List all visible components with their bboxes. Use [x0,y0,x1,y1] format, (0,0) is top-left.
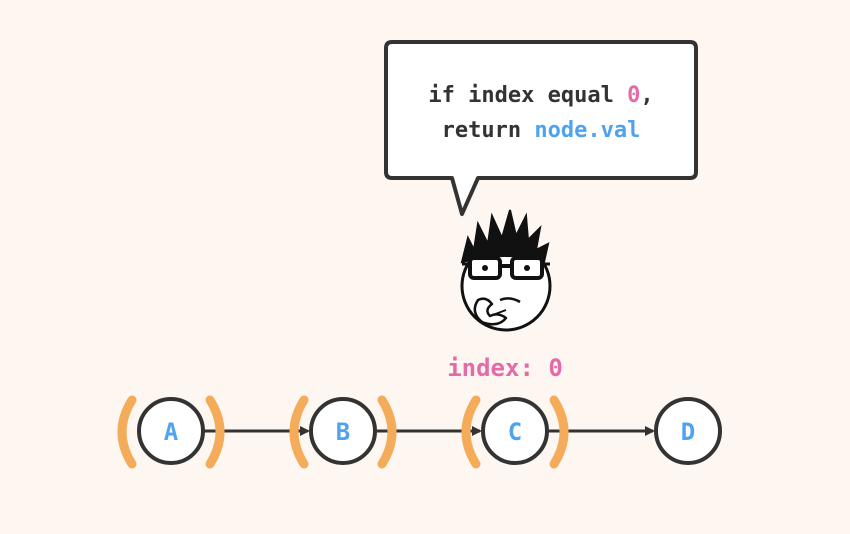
node-c-bracket-right [549,395,569,469]
speech-bubble-text: if index equal 0, return node.val [386,78,696,148]
speech-line-2-prefix: return [441,118,535,143]
speech-bubble [384,40,698,216]
node-a-bracket-left [117,395,137,469]
node-c-bracket-left [461,395,481,469]
node-a: A [117,395,225,469]
node-a-bracket-right [205,395,225,469]
index-label: index: 0 [447,354,563,382]
speech-node-val: node.val [534,118,641,143]
thinking-character-icon [460,209,552,332]
node-a-label: A [164,418,179,446]
node-d-label: D [681,418,695,446]
node-d: D [654,397,722,465]
node-c-circle [481,397,549,465]
node-b-circle [309,397,377,465]
node-b-bracket-right [377,395,397,469]
node-a-circle [137,397,205,465]
speech-line-1: if index equal 0, [386,78,696,113]
speech-index-value: 0 [627,83,641,108]
speech-line-2: return node.val [386,113,696,148]
node-b: B [289,395,397,469]
speech-line-1-prefix: if index equal [428,83,628,108]
node-c-label: C [508,418,522,446]
speech-line-1-suffix: , [640,83,654,108]
node-b-bracket-left [289,395,309,469]
node-c: C [461,395,569,469]
node-d-circle [654,397,722,465]
node-b-label: B [336,418,350,446]
